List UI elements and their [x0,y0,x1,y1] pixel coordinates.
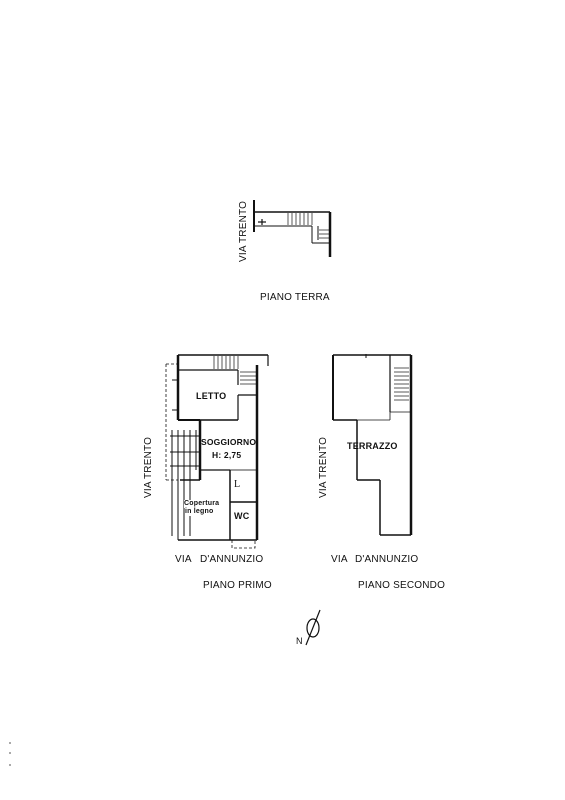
second-bottom-street-via: VIA [331,554,348,565]
copertura-line1: Copertura [184,500,220,508]
second-floor-stair [394,367,409,401]
room-soggiorno: SOGGIORNO [201,437,257,447]
first-floor-title: PIANO PRIMO [203,580,272,591]
ground-stair [287,213,329,239]
room-wc: WC [234,511,250,521]
ground-floor-title: PIANO TERRA [260,292,330,303]
first-bottom-street-name: D'ANNUNZIO [200,554,264,565]
copertura-line2: in legno [185,508,214,516]
second-bottom-street-name: D'ANNUNZIO [355,554,419,565]
room-terrazzo: TERRAZZO [347,441,398,451]
first-floor-stair [213,356,256,385]
first-floor-railing [170,430,200,536]
ground-street-label: VIA TRENTO [238,200,249,262]
room-letto: LETTO [196,391,227,401]
ground-floor-plan [253,200,332,257]
first-floor-plan [165,354,269,549]
north-label: N [296,636,303,646]
north-arrow-icon [305,609,321,646]
room-l-mark: L [234,479,241,490]
second-floor-plan [332,354,413,536]
first-bottom-street-via: VIA [175,554,192,565]
room-soggiorno-height: H: 2,75 [212,450,242,460]
first-street-label: VIA TRENTO [143,436,154,498]
second-street-label: VIA TRENTO [318,436,329,498]
second-floor-title: PIANO SECONDO [358,580,446,591]
